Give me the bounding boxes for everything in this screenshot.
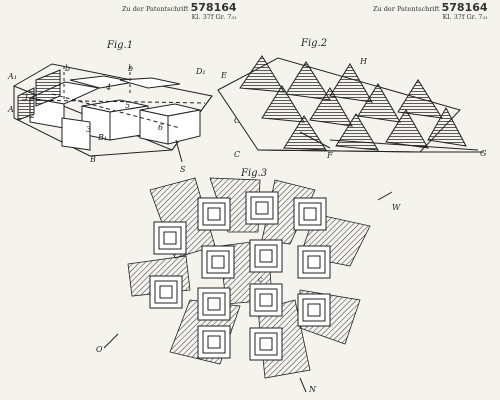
fig1-label-1: 1 — [24, 93, 29, 102]
fig1-label-b: b — [128, 64, 133, 73]
fig1-label-C: C — [234, 150, 240, 159]
patent-prefix: Zu der Patentschrift — [373, 5, 440, 13]
patent-class: Kl. 37f Gr. 7₃₁ — [442, 13, 488, 21]
fig1-label-A: A — [7, 105, 14, 114]
fig1-label-b: b — [65, 64, 70, 73]
patent-number: 578164 — [441, 1, 488, 14]
fig2-label-G: G — [480, 149, 487, 158]
fig1-label-4: 4 — [105, 83, 111, 92]
patent-header-left: Zu der Patentschrift 578164 Kl. 37f Gr. … — [122, 1, 237, 21]
patent-class: Kl. 37f Gr. 7₃₁ — [191, 13, 237, 21]
fig1-label-A1: A₁ — [7, 72, 17, 81]
fig1-label-D1: D₁ — [195, 67, 206, 76]
fig3-title: Fig.3 — [241, 168, 268, 179]
fig3-plan-view — [103, 177, 393, 393]
fig1-label-3: 3 — [86, 125, 91, 134]
fig2-title: Fig.2 — [301, 38, 328, 49]
fig3-label-c: c — [258, 275, 263, 284]
fig1-label-2: 2 — [29, 111, 35, 120]
fig1-title: Fig.1 — [107, 40, 134, 51]
fig1-label-B1: B₁ — [97, 133, 107, 142]
fig3-label-W: W — [392, 203, 401, 212]
fig2-label-F: F — [326, 151, 333, 160]
fig3-houses — [149, 191, 331, 361]
fig1-label-E: E — [220, 71, 227, 80]
fig1-label-5: 5 — [125, 101, 130, 110]
fig2-pyramid-field — [217, 55, 484, 153]
fig1-block-diagram — [12, 63, 213, 163]
fig2-label-H: H — [359, 57, 368, 66]
fig3-direction-markers — [103, 191, 393, 393]
fig3-label-O: O — [96, 345, 103, 354]
fig1-label-6: 6 — [158, 123, 163, 132]
fig3-label-N: N — [308, 385, 317, 394]
fig1-label-B: B — [89, 155, 96, 164]
patent-prefix: Zu der Patentschrift — [122, 5, 189, 13]
fig2-labels: H F G — [326, 57, 487, 160]
fig1-boxes — [17, 69, 201, 151]
fig1-label-S: S — [180, 165, 186, 174]
patent-number: 578164 — [190, 1, 237, 14]
patent-header-right: Zu der Patentschrift 578164 Kl. 37f Gr. … — [373, 1, 488, 21]
fig3-labels: W O N c — [96, 203, 401, 394]
